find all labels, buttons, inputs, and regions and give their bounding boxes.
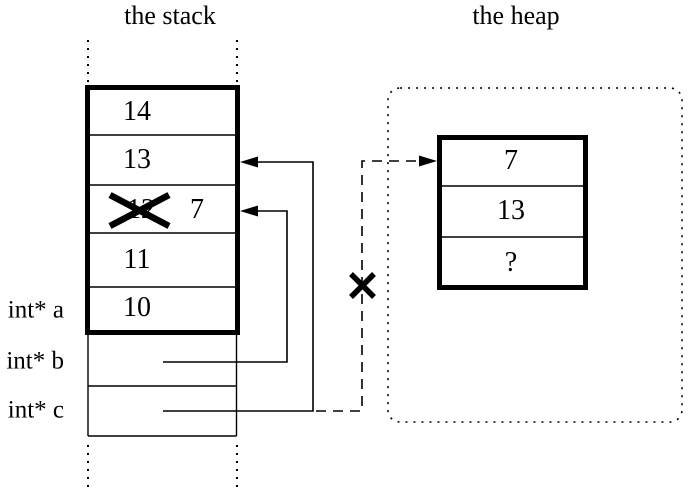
heap-cell-value-13: 13 [497,195,525,226]
pointer-c-line [163,161,314,412]
pointer-variable-rows [87,335,238,437]
pointer-label-b: int* b [6,347,64,375]
pointer-label-c: int* c [7,396,64,424]
pointer-b-line [163,210,288,363]
stack-cell-new-value: 7 [190,194,204,225]
pointer-b-arrowhead-icon [240,205,258,217]
stack-title: the stack [124,1,216,30]
heap-title: the heap [472,1,560,30]
dangling-x-icon [349,272,376,299]
stack-frame-border [85,85,240,335]
stack-cell-separators [90,134,235,288]
stack-cell-value-13: 13 [123,144,151,175]
stack-cell-value-14: 14 [123,96,151,127]
stack-cell-old-value-crossed: 12 [127,194,155,225]
pointer-c-arrowhead-icon [240,156,258,168]
heap-cell-value-7: 7 [504,145,518,176]
dangling-pointer-arrowhead-icon [419,155,437,167]
stack-cell-value-11: 11 [123,244,151,275]
heap-cell-value-unknown: ? [504,247,518,278]
dangling-pointer-dashed-line [316,160,420,412]
heap-region-dotted-border [387,87,683,423]
stack-cell-value-10: 10 [123,292,151,323]
stack-guide-dotted-lines [87,40,238,488]
pointer-label-a: int* a [7,296,64,324]
